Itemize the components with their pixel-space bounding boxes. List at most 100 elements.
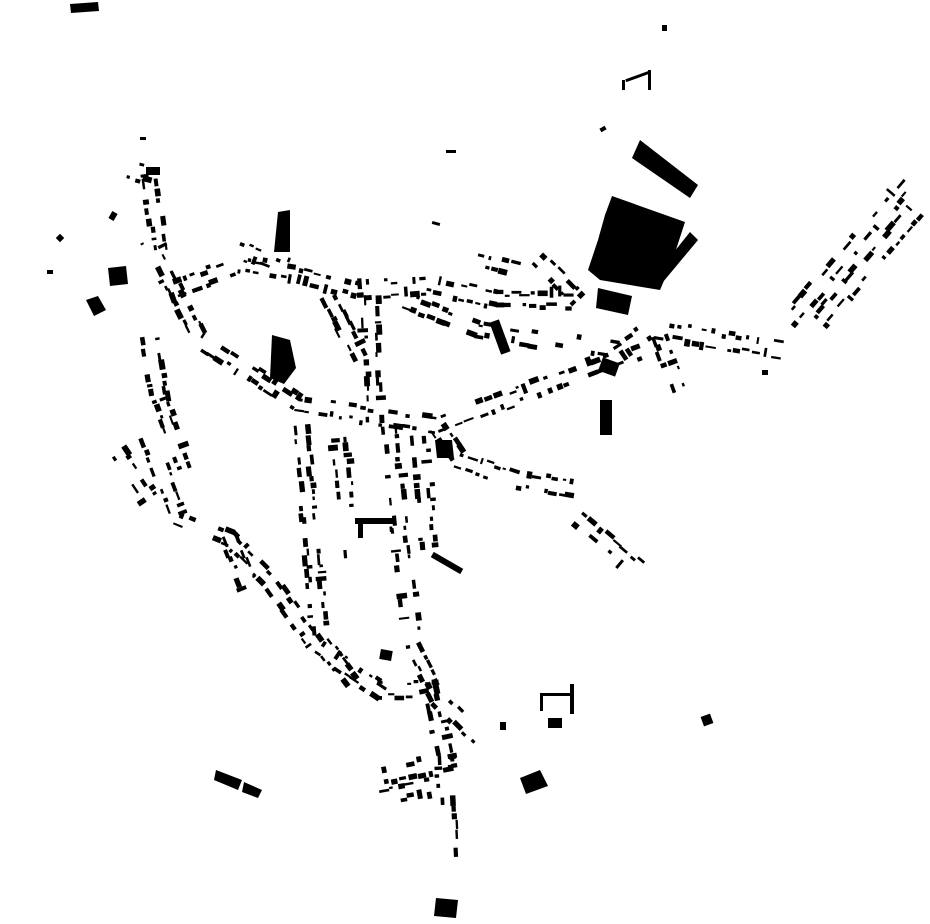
building: [309, 454, 315, 465]
building: [479, 457, 484, 465]
building: [356, 292, 364, 298]
building: [368, 673, 373, 678]
building: [700, 713, 714, 727]
building: [539, 252, 548, 261]
building: [519, 294, 530, 297]
building: [584, 356, 593, 367]
building: [342, 288, 349, 295]
building: [597, 351, 607, 357]
building: [153, 403, 162, 413]
building: [431, 505, 436, 511]
building: [145, 218, 153, 227]
building: [648, 70, 651, 90]
building: [363, 359, 370, 366]
building: [586, 516, 598, 527]
building: [344, 662, 354, 672]
building: [305, 435, 312, 446]
building: [751, 350, 761, 355]
building: [246, 375, 253, 383]
building: [343, 452, 353, 458]
building: [314, 650, 322, 657]
building: [229, 350, 240, 359]
building: [379, 649, 393, 661]
building: [519, 396, 524, 402]
building: [155, 198, 161, 203]
building: [304, 396, 313, 404]
building: [466, 298, 474, 304]
building: [326, 638, 333, 645]
building: [701, 328, 707, 332]
building: [214, 770, 242, 790]
building: [153, 244, 158, 251]
building: [456, 705, 465, 714]
building: [589, 356, 602, 366]
building: [557, 266, 566, 275]
building: [375, 305, 380, 317]
building: [445, 450, 455, 462]
building: [421, 435, 427, 444]
building: [335, 469, 339, 478]
building: [499, 403, 505, 411]
building: [189, 272, 195, 277]
building: [470, 738, 476, 744]
building: [340, 677, 351, 689]
building: [430, 497, 436, 502]
building: [168, 415, 175, 425]
building: [425, 659, 433, 669]
building: [426, 711, 434, 722]
building: [539, 305, 546, 310]
building: [139, 336, 146, 346]
building: [821, 268, 829, 277]
building: [434, 774, 440, 778]
building: [447, 311, 453, 316]
building: [531, 261, 539, 269]
building: [698, 341, 705, 351]
building: [727, 348, 732, 353]
building: [321, 601, 325, 609]
building: [304, 568, 310, 578]
building: [317, 570, 327, 574]
building: [329, 410, 334, 417]
building: [158, 359, 166, 371]
building: [503, 302, 511, 308]
building: [315, 576, 327, 582]
building: [885, 188, 896, 197]
building: [861, 275, 867, 282]
building: [842, 240, 852, 251]
building: [243, 259, 248, 264]
building: [615, 559, 625, 569]
building: [522, 303, 527, 307]
building: [441, 733, 454, 741]
building: [431, 542, 439, 548]
building: [375, 370, 381, 378]
building: [298, 398, 303, 402]
building: [836, 298, 845, 308]
building: [402, 781, 414, 787]
building: [322, 284, 329, 295]
building: [358, 518, 363, 538]
building: [251, 366, 260, 373]
building: [388, 786, 393, 790]
building: [484, 265, 490, 270]
building: [669, 323, 675, 329]
building: [343, 549, 348, 559]
building: [495, 302, 505, 308]
building: [294, 408, 305, 413]
building: [576, 290, 586, 300]
building: [625, 70, 650, 83]
building: [610, 339, 620, 345]
building: [413, 680, 419, 684]
building: [450, 762, 458, 769]
building: [357, 328, 369, 333]
building: [400, 483, 405, 489]
building: [401, 306, 412, 312]
building: [312, 513, 316, 520]
building: [745, 334, 750, 340]
building: [294, 439, 298, 445]
building: [295, 274, 302, 285]
building: [459, 453, 464, 458]
building: [233, 564, 238, 569]
building: [343, 436, 347, 443]
